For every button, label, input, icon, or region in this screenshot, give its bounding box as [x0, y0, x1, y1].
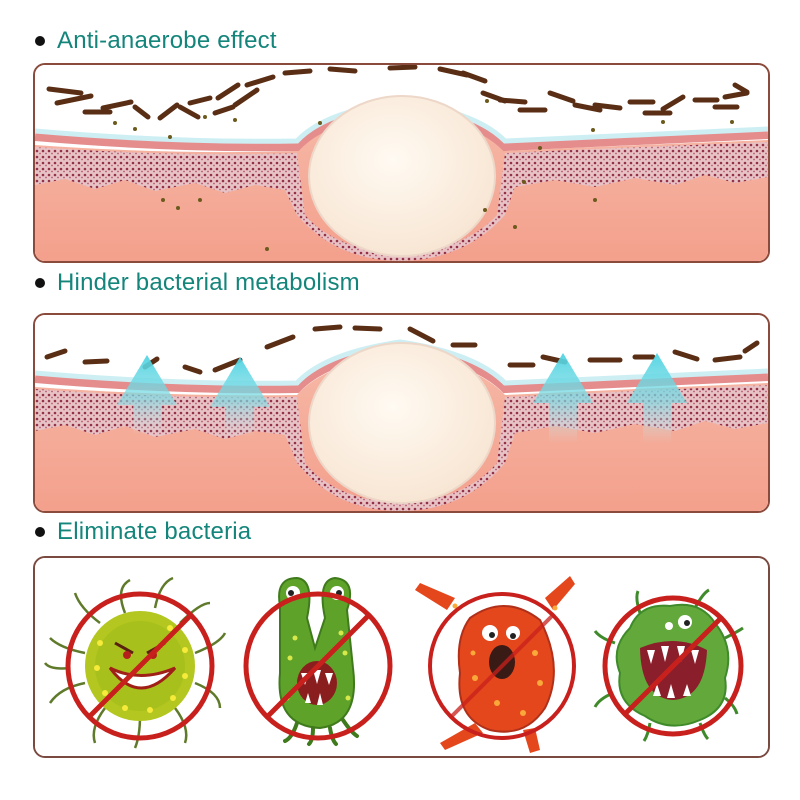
germ-green-virus-icon	[593, 588, 744, 742]
bacteria-rods	[46, 65, 750, 121]
eliminate-bacteria-illustration	[33, 556, 770, 758]
patch-ball	[308, 95, 496, 257]
heading-text: Eliminate bacteria	[57, 518, 252, 545]
bullet-icon	[35, 36, 45, 46]
germs-row	[35, 558, 768, 756]
prohibited-sign-icon	[65, 591, 215, 741]
skin-cross-section	[35, 65, 768, 261]
arrow-up-icon	[533, 353, 593, 443]
bacteria-dots	[113, 99, 734, 251]
patch-ball	[308, 342, 496, 504]
heading-text: Hinder bacterial metabolism	[57, 269, 360, 296]
arrow-up-icon	[117, 355, 177, 435]
bullet-icon	[35, 527, 45, 537]
arrow-up-icon	[627, 353, 687, 443]
prohibited-sign-icon	[428, 592, 576, 740]
arrow-up-icon	[210, 357, 270, 437]
hinder-metabolism-illustration	[33, 313, 770, 513]
prohibited-sign-icon	[602, 595, 744, 737]
section-heading-eliminate-bacteria: Eliminate bacteria	[35, 518, 251, 546]
heading-text: Anti-anaerobe effect	[57, 27, 277, 54]
oxygen-arrows	[117, 353, 687, 443]
germ-green-bacterium-icon	[243, 576, 393, 746]
prohibited-sign-icon	[243, 591, 393, 741]
section-heading-hinder-metabolism: Hinder bacterial metabolism	[35, 269, 360, 297]
germ-yellow-green-virus-icon	[43, 576, 227, 749]
germ-orange-bacterium-icon	[415, 576, 576, 753]
bullet-icon	[35, 278, 45, 288]
skin-cross-section	[35, 315, 768, 511]
section-heading-anti-anaerobe: Anti-anaerobe effect	[35, 27, 277, 55]
anti-anaerobe-illustration	[33, 63, 770, 263]
